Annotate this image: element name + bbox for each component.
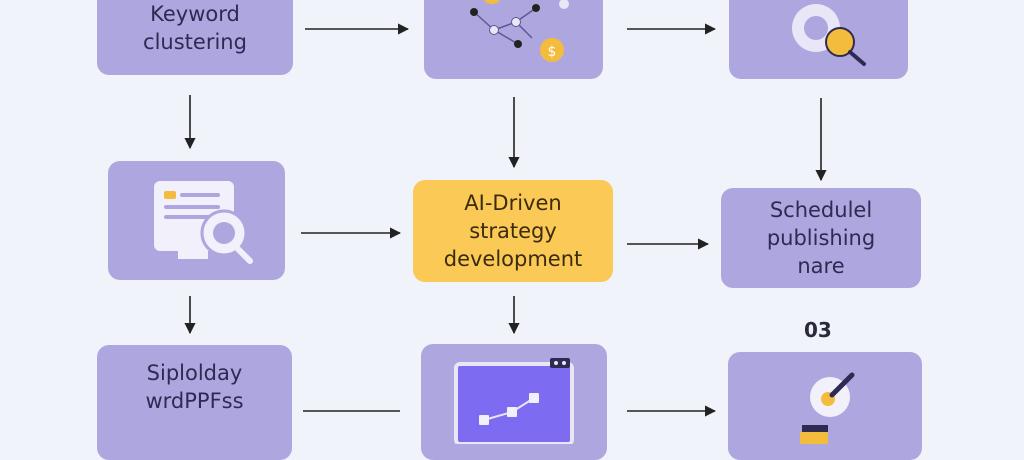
node-content-review[interactable] — [108, 161, 285, 280]
chart-window-icon — [454, 358, 574, 444]
node-publish-tool[interactable] — [728, 352, 922, 460]
node-schedule[interactable]: Schedulel publishing nare — [721, 188, 921, 288]
node-schedule-line-1: Schedulel — [769, 198, 873, 222]
network-coins-icon: $ — [469, 0, 569, 62]
node-ai-strategy-line-1: AI-Driven — [464, 191, 562, 215]
node-wordpress[interactable]: Siplolday wrdPPFss — [97, 345, 292, 460]
node-analytics[interactable] — [421, 344, 607, 460]
node-keyword-clustering[interactable]: Keyword clustering — [97, 0, 293, 75]
node-ai-strategy-line-3: development — [443, 247, 583, 271]
step-number: 03 — [804, 318, 832, 342]
node-schedule-line-2: publishing — [766, 226, 876, 250]
node-schedule-line-3: nare — [797, 254, 845, 278]
document-search-icon — [153, 180, 253, 264]
svg-text:$: $ — [547, 44, 556, 60]
node-keyword-clustering-line-1: Keyword — [150, 1, 240, 26]
magnifier-icon — [791, 3, 866, 66]
node-ai-strategy-line-2: strategy — [469, 219, 557, 243]
node-keyword-clustering-line-2: clustering — [143, 29, 247, 54]
node-search-analysis[interactable] — [729, 0, 908, 79]
node-wordpress-line-2: wrdPPFss — [145, 389, 244, 413]
connector-arrows — [184, 23, 827, 417]
node-network[interactable]: $ — [424, 0, 603, 79]
pen-target-icon — [800, 372, 855, 444]
node-ai-strategy[interactable]: AI-Driven strategy development — [413, 180, 613, 282]
node-wordpress-line-1: Siplolday — [146, 361, 243, 385]
